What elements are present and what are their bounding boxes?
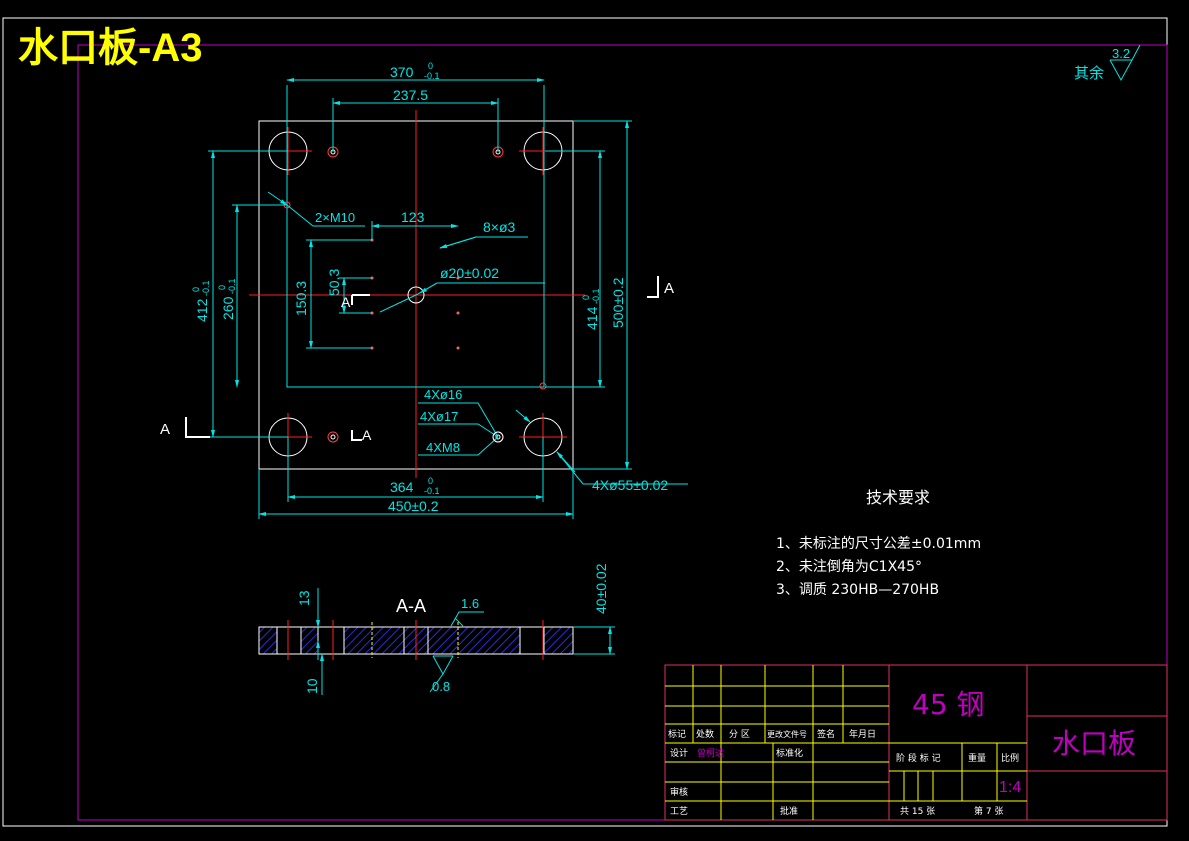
dim-364: 364 — [390, 479, 414, 495]
dim-260-tol-upper: 0 — [217, 285, 227, 290]
dim-40: 40±0.02 — [593, 563, 609, 614]
row-label-mark: 标记 — [668, 728, 686, 740]
section-cut-mid: A — [351, 427, 372, 443]
row-label-zone: 分 区 — [729, 729, 750, 740]
dim-150-3: 150.3 — [293, 281, 309, 316]
callout-2xm10: 2×M10 — [315, 210, 355, 225]
title-block — [664, 664, 1168, 821]
tech-item-2: 2、未注倒角为C1X45° — [776, 559, 922, 575]
dim-414: 414 — [584, 306, 600, 330]
stage-mark-label: 阶 段 标 记 — [896, 752, 941, 764]
plan-view: 370 0 -0.1 237.5 412 0 -0.1 260 0 -0.1 1… — [160, 61, 688, 519]
dim-450: 450±0.2 — [388, 498, 439, 514]
inner-frame — [77, 44, 1168, 821]
weight-label: 重量 — [968, 752, 986, 764]
row-label-sign: 签名 — [817, 728, 835, 740]
dim-123: 123 — [401, 209, 425, 225]
roughness-top: 1.6 — [461, 596, 479, 611]
row-label-date: 年月日 — [849, 728, 876, 740]
pin-holes — [370, 238, 460, 350]
roughness-bottom: 0.8 — [432, 679, 450, 694]
drawing-title: 水口板-A3 — [18, 26, 202, 70]
dim-370: 370 — [390, 64, 414, 80]
part-name-text: 水口板 — [1052, 727, 1136, 760]
review-label: 审核 — [670, 786, 688, 798]
row-label-count: 处数 — [696, 728, 714, 740]
tech-item-3: 3、调质 230HB—270HB — [776, 582, 939, 598]
dim-260-tol-lower: -0.1 — [227, 278, 237, 294]
dim-370-tol-upper: 0 — [428, 61, 433, 71]
general-roughness-symbol: 其余 3.2 — [1074, 44, 1141, 82]
callout-4xphi55: 4Xø55±0.02 — [592, 477, 668, 493]
section-mark-inner: A — [341, 294, 351, 310]
dim-414-tol-upper: 0 — [581, 295, 591, 300]
callout-4xphi16: 4Xø16 — [424, 387, 462, 402]
dim-10: 10 — [304, 678, 320, 694]
dim-500: 500±0.2 — [610, 277, 626, 328]
tech-heading: 技术要求 — [866, 488, 930, 507]
dim-412: 412 — [194, 298, 210, 322]
dim-412-tol-upper: 0 — [191, 287, 201, 292]
dim-414-tol-lower: -0.1 — [591, 288, 601, 304]
dim-13: 13 — [296, 590, 312, 606]
section-cut-right: A — [647, 276, 674, 298]
callout-phi20: ø20±0.02 — [440, 265, 499, 281]
roughness-prefix: 其余 — [1074, 64, 1104, 82]
tech-requirements: 技术要求 1、未标注的尺寸公差±0.01mm 2、未注倒角为C1X45° 3、调… — [776, 488, 981, 598]
dim-412-tol-lower: -0.1 — [201, 280, 211, 296]
sheets-total: 共 15 张 — [900, 806, 935, 817]
section-cut-right-label: A — [664, 280, 674, 297]
approve-label: 批准 — [780, 805, 798, 817]
callout-4xm8: 4XM8 — [426, 440, 460, 455]
section-view-label: A-A — [396, 596, 426, 616]
process-label: 工艺 — [670, 806, 688, 817]
section-cut-mid-label: A — [362, 427, 372, 443]
outer-frame — [2, 17, 1168, 827]
dim-364-tol-lower: -0.1 — [424, 486, 440, 496]
dim-50-3: 50.3 — [326, 269, 342, 296]
dim-237-5: 237.5 — [393, 87, 428, 103]
design-label: 设计 — [670, 747, 688, 759]
standardization-label: 标准化 — [776, 747, 803, 759]
scale-label: 比例 — [1001, 752, 1019, 764]
dim-370-tol-lower: -0.1 — [424, 71, 440, 81]
roughness-value: 3.2 — [1112, 46, 1130, 61]
callout-8xphi3: 8×ø3 — [483, 219, 516, 235]
material-text: 45 钢 — [912, 688, 985, 721]
section-cut-left-label: A — [160, 421, 170, 438]
dim-364-tol-upper: 0 — [428, 476, 433, 486]
row-label-changefile: 更改文件号 — [767, 729, 807, 739]
dim-260: 260 — [220, 296, 236, 320]
section-cut-left: A — [160, 417, 210, 438]
title-block-text: 45 钢 水口板 标记 处数 分 区 更改文件号 签名 年月日 设计 曾柯达 标… — [668, 688, 1136, 817]
sheet-number: 第 7 张 — [974, 805, 1003, 817]
section-view: A-A 1.6 0.8 40±0.02 13 — [258, 563, 615, 695]
tech-item-1: 1、未标注的尺寸公差±0.01mm — [776, 536, 981, 552]
designer-name: 曾柯达 — [697, 747, 724, 759]
callout-4xphi17: 4Xø17 — [420, 409, 458, 424]
scale-value: 1:4 — [999, 779, 1021, 796]
